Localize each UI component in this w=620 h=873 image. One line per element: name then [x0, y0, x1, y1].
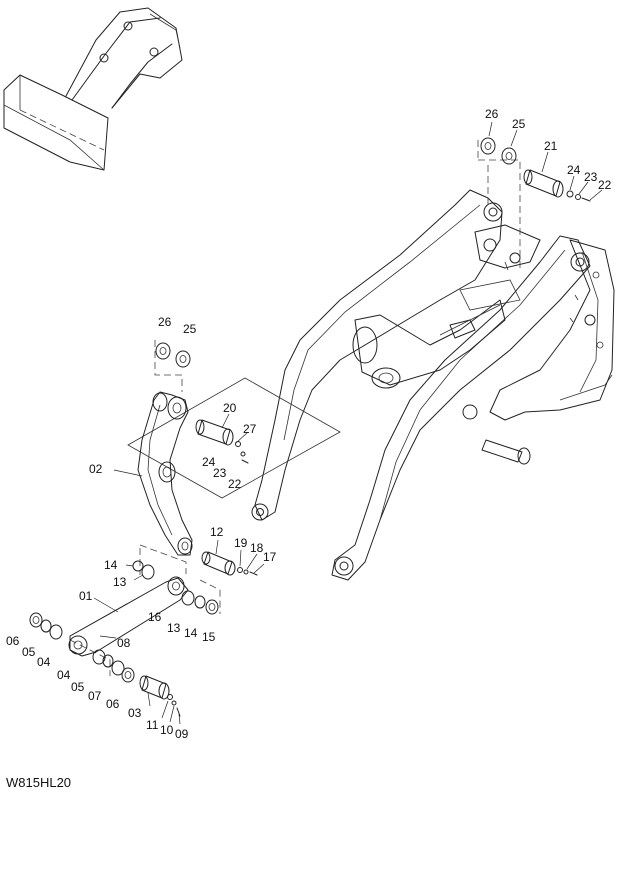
label-01: 01: [79, 589, 93, 603]
label-20: 20: [223, 401, 237, 415]
label-26-mid: 26: [158, 315, 172, 329]
label-23-top: 23: [584, 170, 598, 184]
label-27: 27: [243, 422, 257, 436]
label-18: 18: [250, 541, 264, 555]
label-02: 02: [89, 462, 103, 476]
label-14-right: 14: [184, 626, 198, 640]
label-15: 15: [202, 630, 216, 644]
label-06-mid: 06: [106, 697, 120, 711]
label-09: 09: [175, 727, 189, 741]
label-08: 08: [117, 636, 131, 650]
label-13-top: 13: [113, 575, 127, 589]
label-03: 03: [128, 706, 142, 720]
label-24-top: 24: [567, 163, 581, 177]
label-14-top: 14: [104, 558, 118, 572]
label-05-mid: 05: [71, 680, 85, 694]
label-23-mid: 23: [213, 466, 227, 480]
label-17: 17: [263, 550, 277, 564]
part-labels: 26 25 21 24 23 22 26 25 20 27 24 23 22 0…: [6, 107, 612, 741]
label-04-left: 04: [37, 655, 51, 669]
loader-thumbnail: [3, 7, 183, 171]
label-26-top: 26: [485, 107, 499, 121]
label-04-mid: 04: [57, 668, 71, 682]
label-06-left: 06: [6, 634, 20, 648]
label-22-mid: 22: [228, 477, 242, 491]
label-25-top: 25: [512, 117, 526, 131]
label-11: 11: [146, 718, 159, 732]
label-12: 12: [210, 525, 224, 539]
bellcrank-group: [113, 340, 341, 576]
label-07: 07: [88, 689, 102, 703]
drawing-code: W815HL20: [6, 775, 72, 790]
label-25-mid: 25: [183, 322, 197, 336]
label-22-top: 22: [598, 178, 612, 192]
label-05-left: 05: [22, 645, 36, 659]
label-16: 16: [148, 610, 162, 624]
label-19: 19: [234, 536, 248, 550]
label-13-right: 13: [167, 621, 181, 635]
pin-group-upper-right: [477, 121, 603, 270]
link-group: [29, 544, 221, 725]
loader-frame: [251, 189, 615, 581]
label-10: 10: [160, 723, 174, 737]
label-21: 21: [544, 139, 558, 153]
label-24-mid: 24: [202, 455, 216, 469]
